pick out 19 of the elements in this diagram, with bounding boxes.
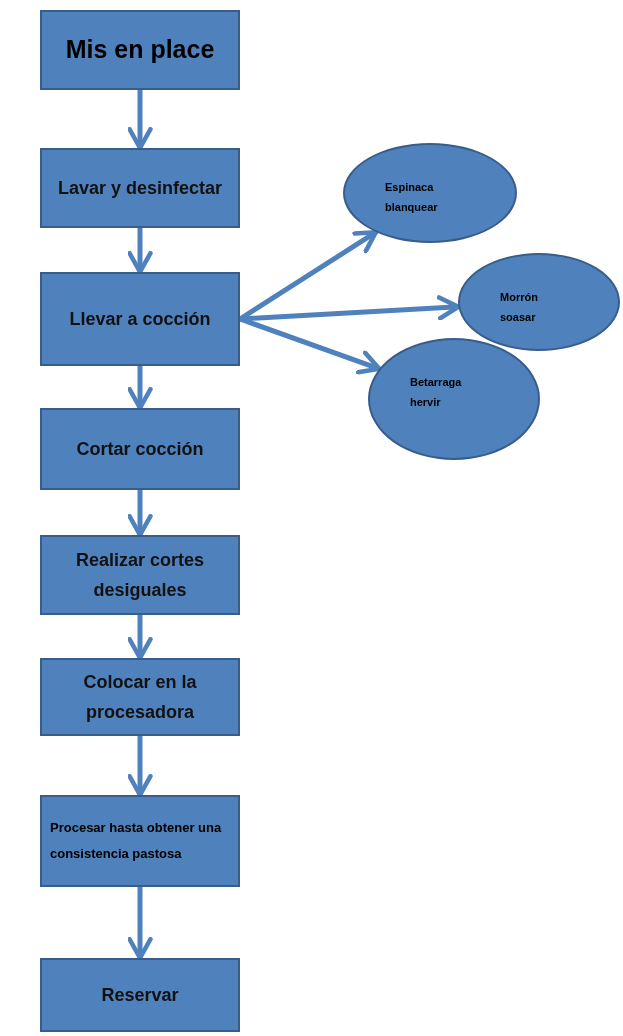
- process-box: [40, 148, 240, 228]
- node-text: Morrón soasar: [500, 290, 539, 325]
- node-text: Procesar hasta obtener una consistencia pastosa: [50, 819, 223, 863]
- process-box: [40, 958, 240, 1032]
- process-box: [40, 795, 240, 887]
- node-text: Realizar cortes desiguales: [74, 549, 206, 602]
- node-text: Colocar en la procesadora: [82, 671, 198, 724]
- node-text: Llevar a cocción: [69, 308, 211, 331]
- node-text: Mis en place: [65, 34, 215, 66]
- node-text: Espinaca blanquear: [385, 180, 439, 215]
- process-box: [40, 658, 240, 736]
- node-text: Betarraga hervir: [410, 375, 463, 410]
- node-text: Lavar y desinfectar: [57, 177, 223, 200]
- process-box: [40, 535, 240, 615]
- node-text: Reservar: [101, 984, 179, 1007]
- node-text: Cortar cocción: [76, 438, 204, 461]
- process-box: [40, 10, 240, 90]
- process-box: [40, 272, 240, 366]
- process-box: [40, 408, 240, 490]
